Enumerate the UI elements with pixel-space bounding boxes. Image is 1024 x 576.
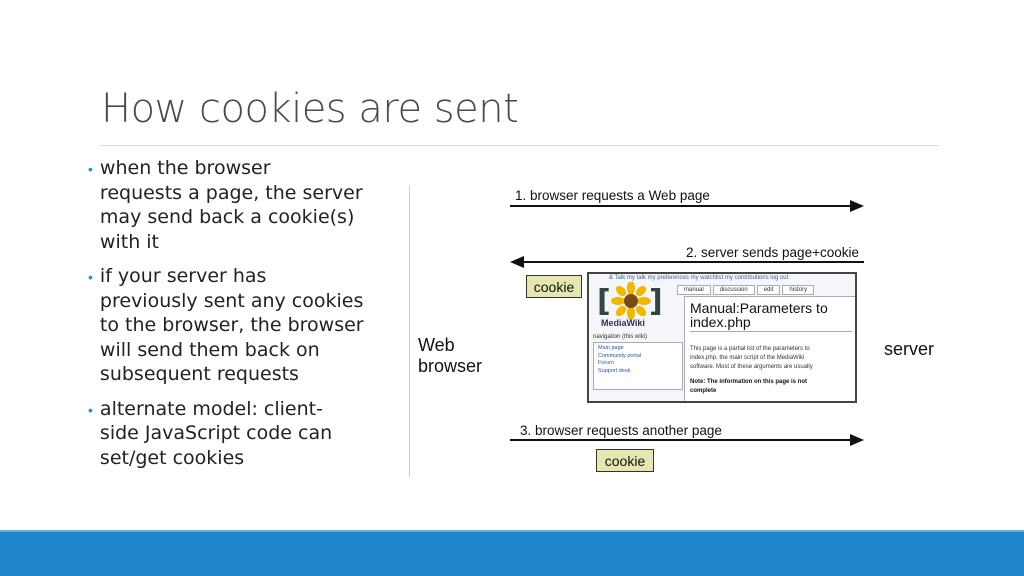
wiki-logo-bracket-right-icon: ] <box>649 284 663 319</box>
wiki-logo-text: MediaWiki <box>601 318 645 328</box>
wiki-tabs: manual discussion edit history <box>677 285 815 295</box>
footer-bar <box>0 532 1024 576</box>
wiki-content: Manual:Parameters to index.php This page… <box>684 296 855 401</box>
bullet-list: • when the browser requests a page, the … <box>88 156 398 480</box>
step3-label: 3. browser requests another page <box>520 423 722 438</box>
step1-label: 1. browser requests a Web page <box>515 188 710 203</box>
step2-label: 2. server sends page+cookie <box>686 245 859 260</box>
wiki-nav-title: navigation (this wiki) <box>593 334 648 340</box>
bullet-dot-icon: • <box>88 401 93 418</box>
wiki-logo-bracket-left-icon: [ <box>597 284 611 319</box>
cookie-flow-diagram: 1. browser requests a Web page 2. server… <box>412 180 952 480</box>
wiki-note: Note: The information on this page is no… <box>690 379 807 394</box>
cookie-box: cookie <box>526 275 582 298</box>
bullet-item: • if your server has previously sent any… <box>88 264 398 387</box>
wiki-tab: discussion <box>712 285 755 295</box>
wiki-user-links: & Talk my talk my preferences my watchli… <box>609 275 789 281</box>
web-browser-label: Web browser <box>418 335 483 376</box>
column-divider <box>409 185 410 477</box>
request-arrow <box>510 200 864 212</box>
wiki-tab: history <box>782 285 815 295</box>
bullet-text: if your server has previously sent any c… <box>99 265 364 385</box>
wiki-nav-item: Support desk <box>598 367 631 374</box>
bullet-dot-icon: • <box>88 269 93 285</box>
bullet-text: when the browser requests a page, the se… <box>99 157 363 253</box>
wiki-navigation: navigation (this wiki) Main page Communi… <box>593 334 683 396</box>
bullet-dot-icon: • <box>88 161 93 177</box>
wiki-nav-item: Forum <box>598 360 614 366</box>
sunflower-logo-icon <box>611 282 651 320</box>
bullet-item: • when the browser requests a page, the … <box>88 156 398 254</box>
bullet-item: • alternate model: client- side JavaScri… <box>88 397 398 471</box>
wiki-nav-item: Community portal <box>598 352 642 359</box>
second-request-arrow <box>510 434 864 446</box>
cookie-box: cookie <box>596 449 654 472</box>
wiki-nav-item: Main page <box>598 345 624 351</box>
footer-accent-line <box>0 530 1024 532</box>
server-label: server <box>884 339 935 359</box>
wiki-page-heading: Manual:Parameters to index.php <box>690 301 852 332</box>
wiki-page-thumbnail: & Talk my talk my preferences my watchli… <box>587 272 857 403</box>
wiki-tab: edit <box>756 285 781 295</box>
response-arrow <box>510 256 864 268</box>
slide-title: How cookies are sent <box>101 86 519 132</box>
wiki-paragraph: This page is a partial list of the param… <box>690 346 813 370</box>
bullet-text: alternate model: client- side JavaScript… <box>99 397 333 469</box>
title-divider <box>100 145 938 146</box>
wiki-nav-box: Main page Community portal Forum Support… <box>593 342 683 390</box>
wiki-tab: manual <box>677 285 711 295</box>
